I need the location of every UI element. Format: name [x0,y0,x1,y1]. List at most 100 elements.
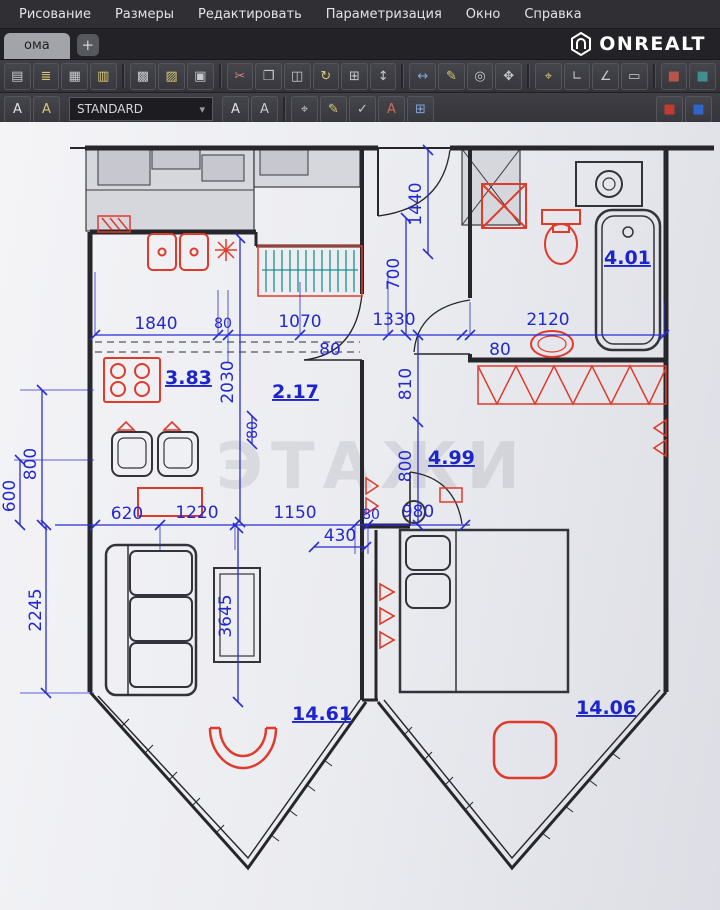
stretch-icon[interactable]: ↕ [369,62,397,90]
dashed-divider [95,341,360,353]
dim-700: 700 [384,258,404,290]
copy-icon[interactable]: ❐ [255,62,282,90]
toolbar-row-1: ▤≣▦▥ ▩▨▣ ✂❐◫↻⊞↕ ↔✎◎✥ ⌖∟∠▭ ■■ [0,60,720,93]
onrealt-logo-text: ONREALT [599,33,706,55]
view-icon[interactable]: ■ [689,62,716,90]
living-furniture [104,420,278,770]
red-chip-icon[interactable]: ■ [656,95,683,123]
mirror-icon[interactable]: ◫ [283,62,311,90]
menu-bar: Рисование Размеры Редактировать Параметриза… [0,0,720,29]
onrealt-logo-icon [571,32,592,56]
menu-dimensions[interactable]: Размеры [114,6,175,22]
wardrobe [257,245,363,297]
menu-help[interactable]: Справка [524,6,582,22]
drawing-tab-bar: ома + ONREALT [0,29,720,60]
hallway-items [365,476,463,524]
plot-icon[interactable]: ▭ [621,62,648,90]
dim-80-hall: 80 [362,507,380,523]
toolbar-separator [218,64,222,88]
layer-states-icon[interactable]: ▦ [61,62,88,90]
menu-drawing[interactable]: Рисование [19,6,91,22]
menu-modify[interactable]: Редактировать [198,6,302,22]
kitchen-fixtures [97,215,237,403]
text-icon[interactable]: ✎ [438,62,465,90]
linetype-icon[interactable]: ▥ [89,62,117,90]
hatch-icon[interactable]: ▩ [129,62,157,90]
toolbar-separator [121,64,125,88]
bedroom-furniture [379,418,667,780]
dim-1220: 1220 [175,503,218,523]
right-chip-group: ■■ [656,95,712,123]
dim-3645: 3645 [216,594,236,637]
room-area-labels: 3.83 2.17 4.99 4.01 14.61 14.06 [165,247,651,725]
toolbar-separator [283,97,286,121]
dimension-lines [14,144,670,708]
area-kitchen: 3.83 [165,367,212,389]
gradient-icon[interactable]: ▨ [158,62,185,90]
drawing-tab[interactable]: ома [4,33,70,59]
boundary-icon[interactable]: ▣ [186,62,214,90]
etazhi-watermark: ЭТАЖИ [216,430,528,504]
toolbar-separator [401,64,405,88]
dim-1070: 1070 [278,312,321,332]
dim-430: 430 [324,526,356,546]
dim-80-mid: 80 [319,340,341,360]
ortho-icon[interactable]: ∟ [563,62,591,90]
toolbar-separator [652,64,656,88]
area-bedroom: 14.06 [576,697,636,719]
dim-1840: 1840 [134,314,177,334]
drawing-canvas[interactable]: ЭТАЖИ [0,122,720,910]
chevron-down-icon: ▾ [199,102,205,116]
polar-icon[interactable]: ∠ [592,62,619,90]
dim-1440: 1440 [406,182,426,225]
dim-2030: 2030 [218,360,238,403]
brush-icon[interactable]: ✎ [320,95,347,123]
properties-icon[interactable]: ▤ [4,62,31,90]
pan-icon[interactable]: ✥ [495,62,523,90]
rotate-icon[interactable]: ↻ [312,62,340,90]
menu-parametric[interactable]: Параметризация [325,6,442,22]
menu-window[interactable]: Окно [465,6,501,22]
area-hall: 4.99 [428,447,475,469]
mtext-icon[interactable]: A [251,95,278,123]
dim-600-left: 600 [0,480,20,512]
layers-icon[interactable]: ≣ [32,62,60,90]
annotation-icon[interactable]: A [33,95,60,123]
scale-text-icon[interactable]: ⊞ [407,95,434,123]
osnap-icon[interactable]: ⌖ [535,62,562,90]
text-style-combo[interactable]: STANDARD ▾ [69,97,213,121]
bay-windows [88,689,668,871]
dimension-labels: 1840 80 1070 1330 2120 80 80 620 1220 11… [0,182,570,637]
dim-2120: 2120 [526,310,569,330]
spellcheck-icon[interactable]: ✓ [349,95,376,123]
edit-text-icon[interactable]: A [378,95,405,123]
dim-80-vert: 80 [245,421,261,439]
dim-1150: 1150 [273,503,316,523]
text-style-icon[interactable]: A [4,95,31,123]
erase-icon[interactable]: ✂ [226,62,254,90]
dimension-icon[interactable]: ↔ [409,62,437,90]
select-icon[interactable]: ⌖ [291,95,318,123]
dim-2245: 2245 [26,588,46,631]
dim-80-top: 80 [214,316,232,332]
dimension-ticks [14,144,670,708]
bathroom-fixtures [477,161,667,406]
toolbar-separator [527,64,531,88]
single-text-icon[interactable]: A [222,95,249,123]
area-closet: 2.17 [272,381,319,403]
blue-chip-icon[interactable]: ■ [685,95,712,123]
array-icon[interactable]: ⊞ [341,62,368,90]
zoom-icon[interactable]: ◎ [466,62,494,90]
dim-980: 980 [402,502,434,522]
area-bath: 4.01 [604,247,651,269]
dim-620: 620 [111,504,143,524]
dim-1330: 1330 [372,310,415,330]
dim-80-bath: 80 [489,340,511,360]
new-tab-button[interactable]: + [76,34,99,56]
building-shell [70,147,714,232]
render-icon[interactable]: ■ [660,62,688,90]
area-living: 14.61 [292,703,352,725]
